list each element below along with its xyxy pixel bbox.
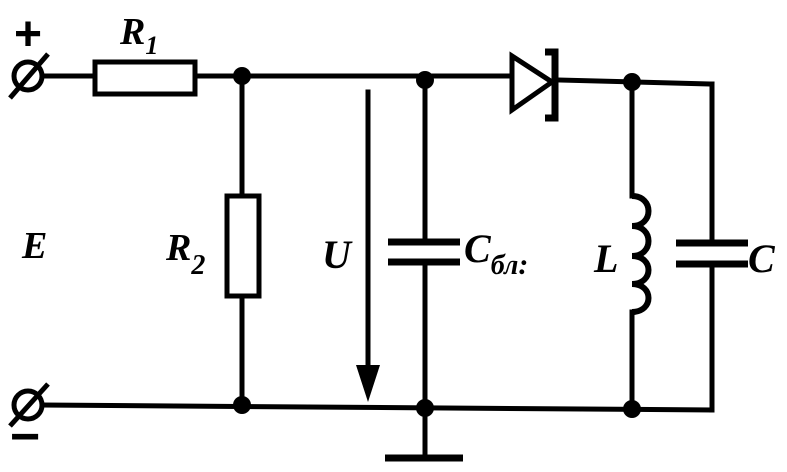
bottom-wire — [39, 402, 715, 413]
label-cbl: Cбл: — [464, 226, 528, 281]
voltage-arrow-icon — [356, 365, 380, 402]
label-r2: R2 — [165, 227, 205, 281]
junction-node — [623, 73, 641, 91]
junction-node — [623, 400, 641, 418]
label-e: E — [21, 225, 47, 267]
inductor-coil — [631, 193, 652, 315]
label-c: C — [748, 236, 776, 281]
junction-node — [233, 67, 251, 85]
resistor-r1 — [92, 59, 198, 97]
junction-node — [233, 396, 251, 414]
terminal-plus-slash — [8, 52, 50, 100]
diode-icon — [509, 51, 557, 115]
terminal-plus-label: + — [14, 8, 42, 61]
diode-bar — [545, 48, 559, 122]
resistor-r2 — [224, 193, 262, 299]
junction-node — [416, 71, 434, 89]
label-l: L — [593, 236, 618, 281]
terminal-minus-slash — [8, 382, 50, 428]
junction-node — [416, 399, 434, 417]
terminal-minus-label: − — [10, 408, 40, 466]
label-r1: R1 — [119, 11, 158, 60]
label-u: U — [322, 232, 353, 277]
